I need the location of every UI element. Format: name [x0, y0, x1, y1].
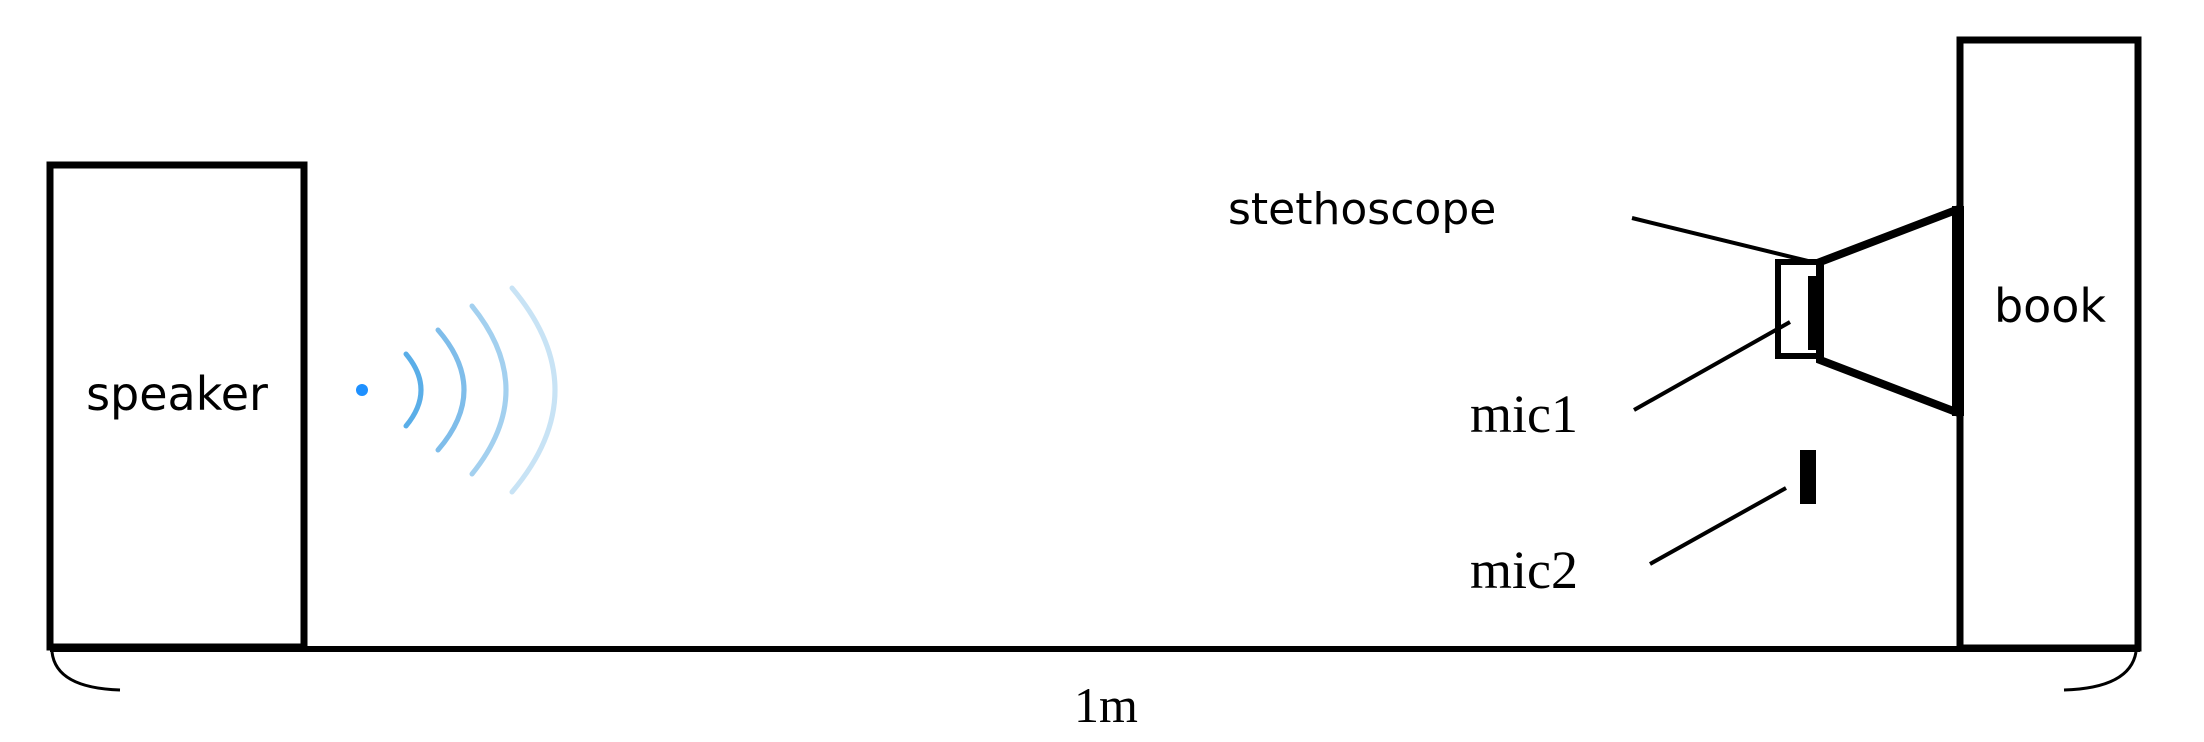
stethoscope: [1775, 204, 1964, 418]
sound-wave-arc-4: [509, 285, 558, 495]
sound-wave-icon: [356, 285, 558, 495]
mic1-leader: [1633, 320, 1791, 412]
stethoscope-leader: [1631, 216, 1813, 264]
sound-wave-arc-2: [435, 327, 467, 453]
stethoscope-cone: [1816, 204, 1960, 418]
book-box: [1956, 36, 2142, 652]
stethoscope-label: stethoscope: [1228, 184, 1496, 235]
speaker-label: speaker: [86, 367, 268, 421]
distance-brace: [50, 651, 2138, 692]
mic1-body: [1808, 276, 1820, 350]
mic2-leader: [1649, 486, 1787, 566]
mic2-label: mic2: [1470, 540, 1578, 600]
sound-source-dot: [356, 384, 368, 396]
mic1-label: mic1: [1470, 384, 1578, 444]
sound-wave-arc-3: [469, 303, 509, 477]
sound-wave-arc-1: [403, 351, 424, 429]
book-label: book: [1994, 279, 2106, 333]
mic2-body: [1800, 450, 1816, 504]
distance-label: 1m: [1074, 677, 1138, 733]
